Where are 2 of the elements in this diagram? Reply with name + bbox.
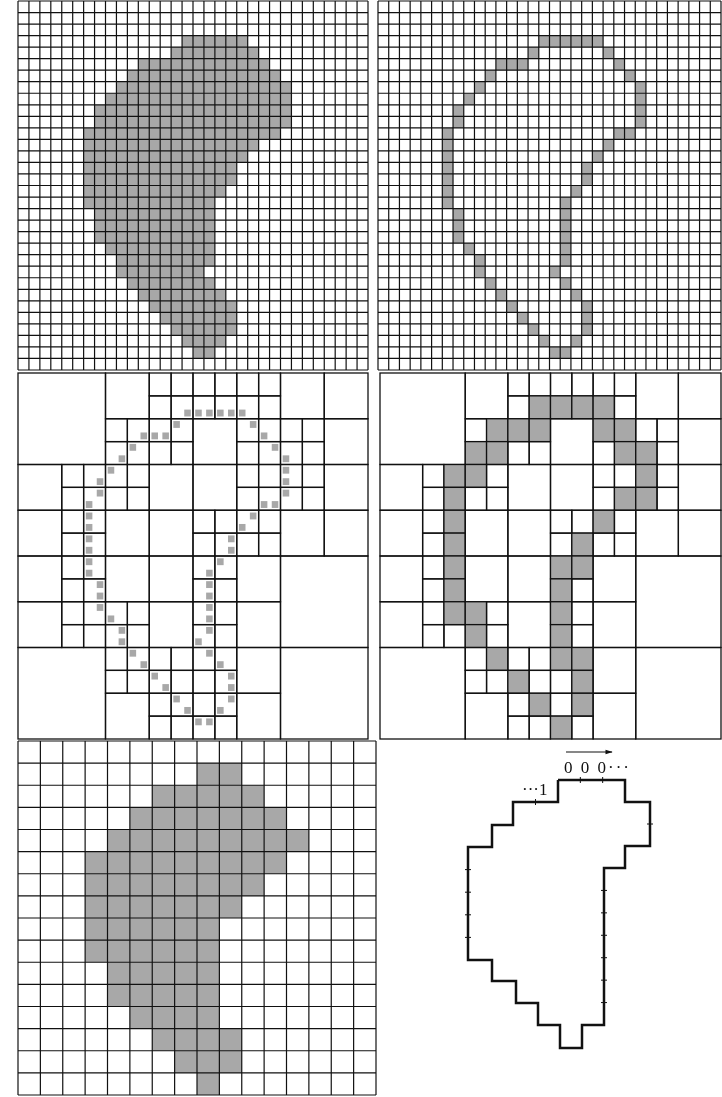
- chain-code-digits: 0 0 0···: [564, 759, 631, 776]
- chain-code-digit: ···1: [522, 781, 548, 798]
